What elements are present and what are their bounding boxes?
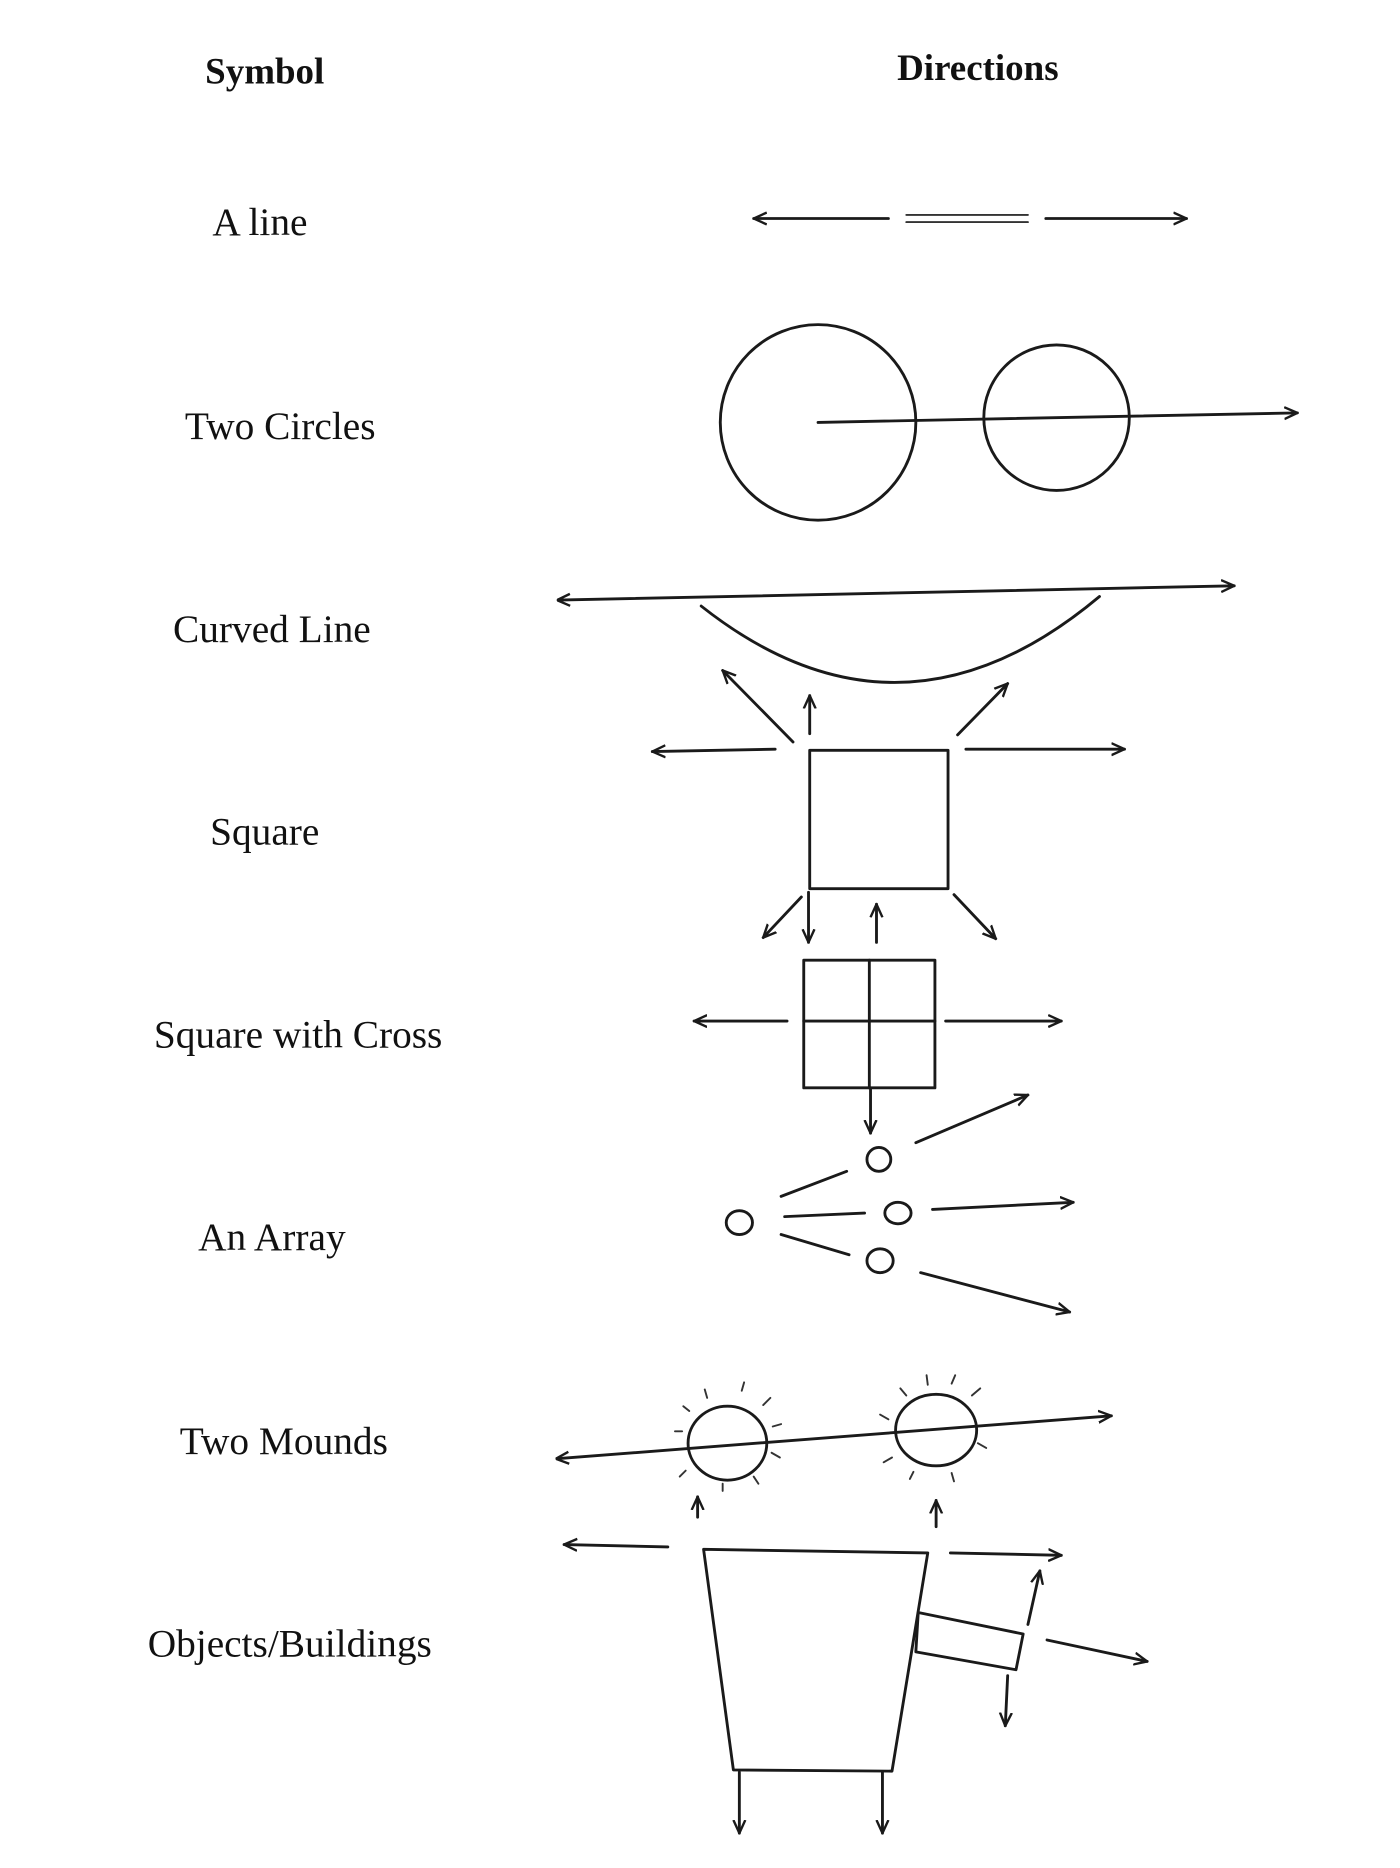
square-with-cross-directions-drawing (692, 958, 1063, 1135)
symbol-label-two-mounds: Two Mounds (180, 1419, 388, 1463)
two-circles-directions-drawing (718, 323, 1299, 522)
symbol-label-line: A line (212, 200, 307, 244)
symbol-column-header: Symbol (205, 51, 324, 92)
array-directions-drawing (724, 1095, 1073, 1312)
curved-line-directions-drawing (556, 586, 1236, 684)
line-directions-drawing (752, 215, 1188, 222)
symbol-label-square: Square (210, 810, 319, 854)
symbol-label-objects-buildings: Objects/Buildings (148, 1622, 432, 1666)
symbol-label-two-circles: Two Circles (185, 404, 376, 448)
two-mounds-directions-drawing (557, 1374, 1112, 1529)
square-directions-drawing (650, 670, 1126, 944)
objects-buildings-directions-drawing (562, 1545, 1147, 1835)
directions-column-header: Directions (897, 47, 1058, 88)
symbol-label-curved-line: Curved Line (173, 607, 371, 651)
symbol-label-array: An Array (198, 1215, 346, 1259)
symbol-label-square-with-cross: Square with Cross (154, 1012, 443, 1056)
